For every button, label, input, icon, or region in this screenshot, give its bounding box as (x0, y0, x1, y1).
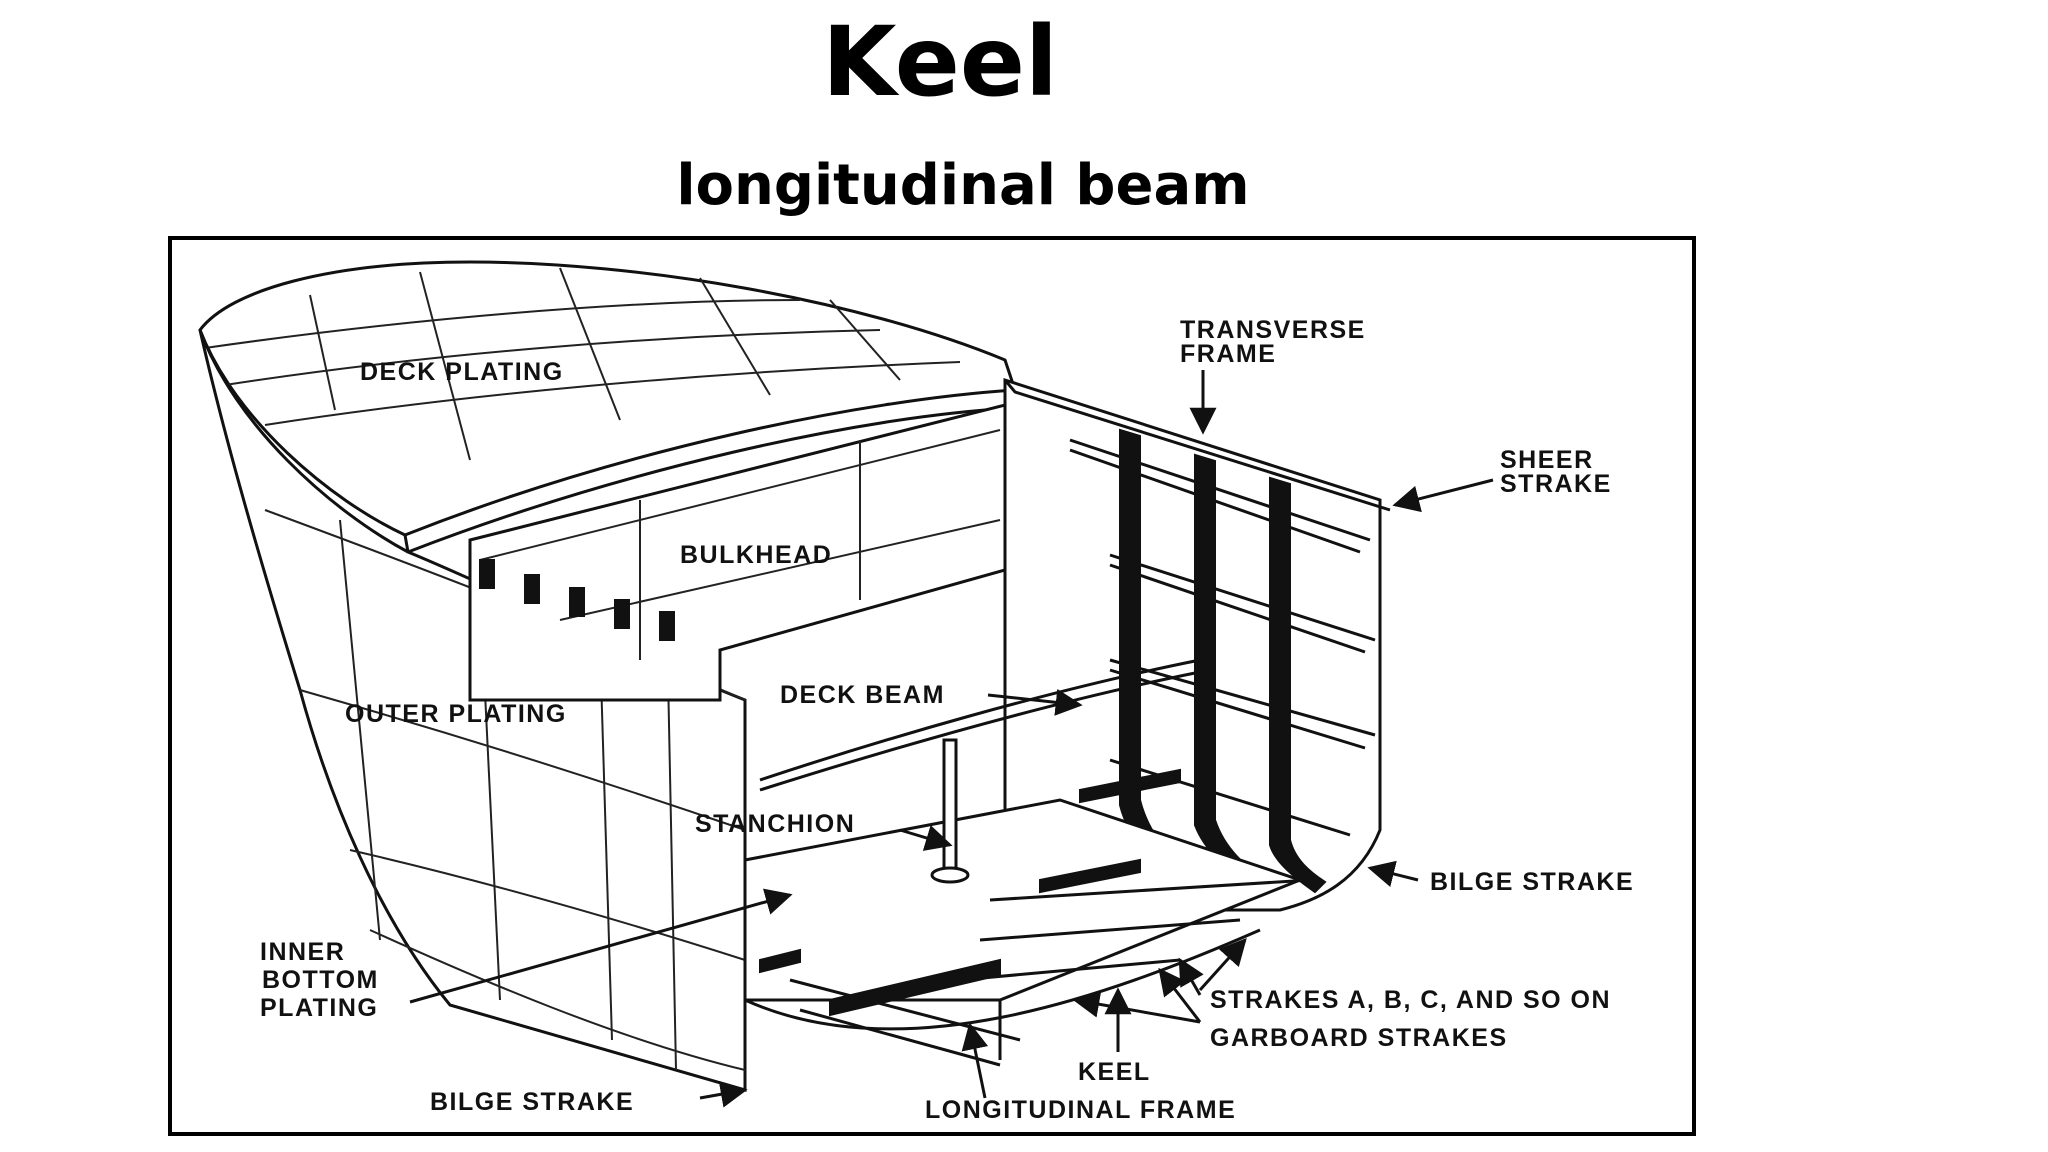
slide-subtitle: longitudinal beam (676, 153, 1250, 218)
label-inner-bottom-2: BOTTOM (262, 966, 379, 994)
label-deck-beam: DECK BEAM (780, 681, 945, 709)
label-bilge-strake-right: BILGE STRAKE (1430, 868, 1634, 896)
inner-bottom (743, 658, 1311, 1067)
label-transverse-frame-1: TRANSVERSE (1180, 316, 1366, 344)
label-transverse-frame-2: FRAME (1180, 340, 1276, 368)
hull-outline (198, 260, 1018, 1092)
label-longitudinal-frame: LONGITUDINAL FRAME (925, 1096, 1236, 1124)
slide-title: Keel (822, 6, 1058, 118)
label-garboard-strakes: GARBOARD STRAKES (1210, 1024, 1508, 1052)
label-bilge-strake-left: BILGE STRAKE (430, 1088, 634, 1116)
label-sheer-strake-1: SHEER (1500, 446, 1594, 474)
label-inner-bottom-3: PLATING (260, 994, 378, 1022)
label-strakes-abc: STRAKES A, B, C, AND SO ON (1210, 986, 1611, 1014)
label-inner-bottom-1: INNER (260, 938, 345, 966)
label-stanchion: STANCHION (695, 810, 855, 838)
side-shell-right (1003, 377, 1391, 912)
leader-lines (409, 370, 1494, 1108)
label-bulkhead: BULKHEAD (680, 541, 832, 569)
label-sheer-strake-2: STRAKE (1500, 470, 1612, 498)
label-keel: KEEL (1078, 1058, 1151, 1086)
label-outer-plating: OUTER PLATING (345, 700, 567, 728)
label-deck-plating: DECK PLATING (360, 358, 564, 386)
diagram-labels: DECK PLATING TRANSVERSE FRAME SHEER STRA… (260, 316, 1634, 1124)
bulkhead (468, 403, 1007, 702)
